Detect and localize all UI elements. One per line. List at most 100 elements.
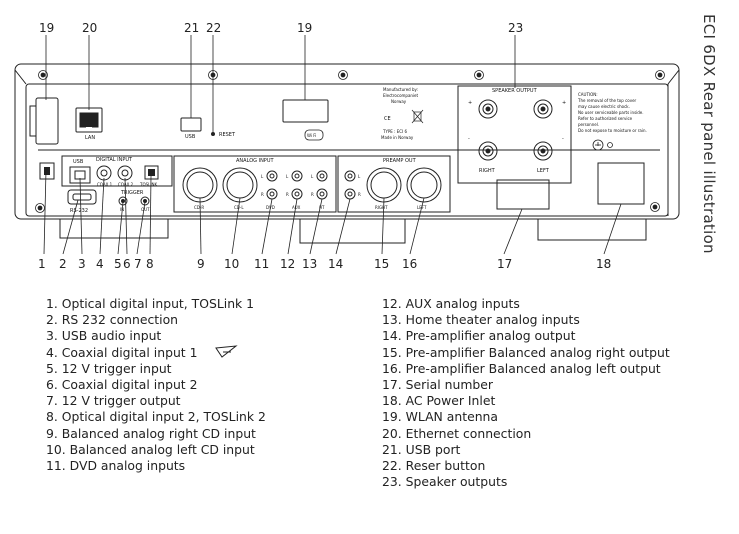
callout-19-left: 19 [39, 21, 54, 35]
pre-right-label: RIGHT [375, 205, 388, 210]
spk-left-label: LEFT [537, 168, 550, 174]
ht-label: HT [319, 205, 325, 210]
callout-16: 16 [402, 257, 417, 271]
optical-input-1 [39, 162, 55, 180]
screws [35, 70, 665, 213]
callout-3: 3 [78, 257, 86, 271]
caution-label: CAUTION: The removal of the top cover ma… [577, 92, 647, 133]
foot-center [299, 219, 406, 244]
legend-item: 8. Optical digital input 2, TOSLink 2 [46, 409, 266, 425]
legend-item: 13. Home theater analog inputs [382, 312, 580, 328]
pre-r-label: R [358, 192, 361, 197]
rca-l-label-2: L [286, 174, 289, 179]
xlr-cd-inputs [182, 167, 258, 203]
foot-left [59, 219, 169, 239]
chassis [14, 63, 680, 244]
spk-minus-left: - [468, 136, 470, 142]
coax2-label: COAX 2 [118, 182, 134, 187]
analog-input-block [173, 155, 337, 213]
foot-right [537, 219, 647, 241]
callout-10: 10 [224, 257, 239, 271]
legend-item: 7. 12 V trigger output [46, 393, 181, 409]
svg-text:Norway: Norway [391, 99, 407, 104]
lan-port [75, 107, 103, 133]
svg-text:may cause electric shock.: may cause electric shock. [578, 104, 630, 109]
spk-plus-left: + [468, 100, 472, 106]
callout-14: 14 [328, 257, 343, 271]
rca-analog-inputs [266, 170, 328, 200]
callout-17: 17 [497, 257, 512, 271]
svg-text:Do not expose to moisture or r: Do not expose to moisture or rain. [578, 128, 647, 133]
wifi-logo-text: Wi Fi [307, 133, 316, 138]
callout-7: 7 [134, 257, 142, 271]
usb-audio-input-inner [74, 170, 86, 180]
trigger-out-label: OUT [141, 207, 150, 212]
rca-r-label-2: R [286, 192, 289, 197]
coax1-label: COAX 1 [97, 182, 113, 187]
screw [35, 203, 45, 213]
rs232-port [67, 189, 97, 205]
legend-item: 18. AC Power Inlet [382, 393, 496, 409]
cd-r-label: CD-R [194, 205, 204, 210]
toslink-label: TOSLINK [139, 182, 158, 187]
callout-8: 8 [146, 257, 154, 271]
optical-input-2 [144, 165, 159, 180]
callout-20: 20 [82, 21, 97, 35]
rs232-label: RS-232 [70, 208, 88, 214]
rca-r-label-1: R [261, 192, 264, 197]
digital-input-label: DIGITAL INPUT [96, 157, 133, 163]
callout-5: 5 [114, 257, 122, 271]
analog-input-label: ANALOG INPUT [236, 158, 274, 164]
screw [40, 72, 46, 78]
optical-input-1-inner [44, 167, 50, 175]
preamp-out-block [337, 155, 451, 213]
callout-11: 11 [254, 257, 269, 271]
svg-text:Made in Norway: Made in Norway [381, 135, 414, 140]
callout-6: 6 [123, 257, 131, 271]
callout-9: 9 [197, 257, 205, 271]
rs232-port-inner [72, 193, 92, 201]
ground-terminal [592, 139, 613, 151]
callout-19-right: 19 [297, 21, 312, 35]
svg-text:Refer to authorized service: Refer to authorized service [578, 116, 633, 121]
legend-item: 5. 12 V trigger input [46, 360, 172, 376]
callout-2: 2 [59, 257, 67, 271]
legend-item: 19. WLAN antenna [382, 409, 498, 425]
ac-power-inlet [597, 162, 645, 205]
screw [338, 70, 348, 80]
weee-bin-icon [411, 109, 424, 124]
svg-text:CAUTION:: CAUTION: [578, 92, 598, 97]
screw [37, 205, 43, 211]
preamp-out-label: PREAMP OUT [383, 158, 417, 164]
callout-18: 18 [596, 257, 611, 271]
legend-item: 22. Reser button [382, 458, 486, 474]
callout-4: 4 [96, 257, 104, 271]
legend-item: 16. Pre-amplifier Balanced analog left o… [382, 360, 661, 376]
preamp-rca-outputs [344, 170, 356, 200]
chassis-top-bevel [14, 69, 680, 85]
callout-15: 15 [374, 257, 389, 271]
legend-item: 3. USB audio input [46, 328, 162, 344]
callout-22: 22 [206, 21, 221, 35]
legend-left: 1. Optical digital input, TOSLink 1 2. R… [46, 296, 266, 474]
side-title-text: ECI 6DX Rear panel illustration [700, 14, 718, 254]
svg-text:TYPE : ECI 6: TYPE : ECI 6 [382, 129, 407, 134]
screw [652, 204, 658, 210]
usb-input-label: USB [73, 159, 84, 165]
callout-13: 13 [302, 257, 317, 271]
svg-text:Electrocompaniet: Electrocompaniet [383, 93, 419, 98]
svg-text:The removal of the top cover: The removal of the top cover [577, 98, 637, 103]
legend-item: 23. Speaker outputs [382, 474, 508, 490]
speaker-terminals [478, 99, 553, 161]
callout-23: 23 [508, 21, 523, 35]
legend-right: 12. AUX analog inputs 13. Home theater a… [382, 296, 670, 490]
screw [650, 202, 660, 212]
usb-port [180, 117, 202, 132]
legend-item: 2. RS 232 connection [46, 312, 179, 328]
spk-plus-right: + [562, 100, 566, 106]
wlan-antenna-left [29, 97, 59, 145]
leader-lines [43, 35, 622, 255]
wlan-antenna-right [282, 99, 329, 123]
legend-item: 10. Balanced analog left CD input [46, 441, 255, 457]
